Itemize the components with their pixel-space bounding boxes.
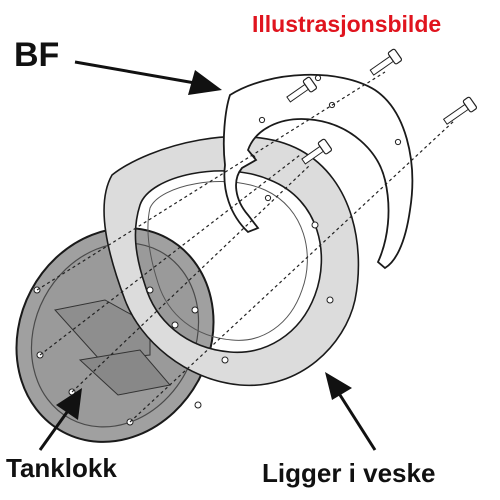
arrow-icon (38, 388, 82, 451)
screw-icon (442, 96, 478, 125)
tank-cap (15, 227, 215, 443)
tanklokk-label: Tanklokk (6, 453, 117, 483)
arrow-icon (74, 60, 222, 95)
bf-label: BF (14, 36, 60, 74)
arrow-icon (325, 372, 377, 451)
alignment-lines (36, 71, 456, 423)
screw-icon (286, 76, 318, 103)
ligger-i-veske-label: Ligger i veske (262, 458, 436, 488)
screw-icon (369, 48, 403, 76)
bf-adapter-plate (222, 73, 414, 270)
page-title: Illustrasjonsbilde (252, 11, 442, 37)
screw-icon (301, 138, 333, 165)
